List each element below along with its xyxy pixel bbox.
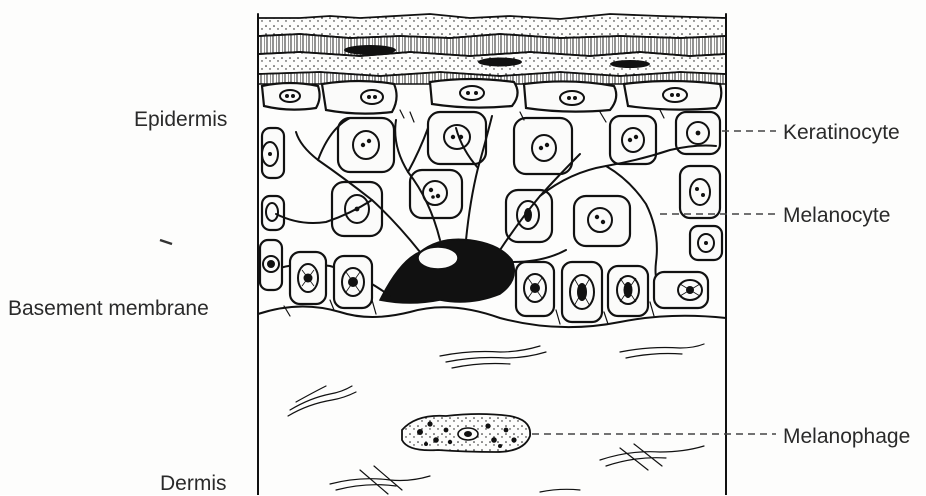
tissue-block	[258, 14, 726, 495]
melanocyte-label: Melanocyte	[783, 204, 890, 228]
stray-mark	[160, 240, 172, 244]
epidermis-label: Epidermis	[134, 108, 227, 132]
keratinocyte-label: Keratinocyte	[783, 121, 900, 145]
stratum-corneum	[258, 14, 726, 84]
dermis-label: Dermis	[160, 472, 227, 496]
basement-membrane-label: Basement membrane	[8, 297, 209, 321]
granular-layer	[262, 79, 721, 114]
melanophage-label: Melanophage	[783, 425, 910, 449]
melanophage-cell	[402, 414, 530, 452]
basement-membrane-line	[258, 306, 726, 327]
